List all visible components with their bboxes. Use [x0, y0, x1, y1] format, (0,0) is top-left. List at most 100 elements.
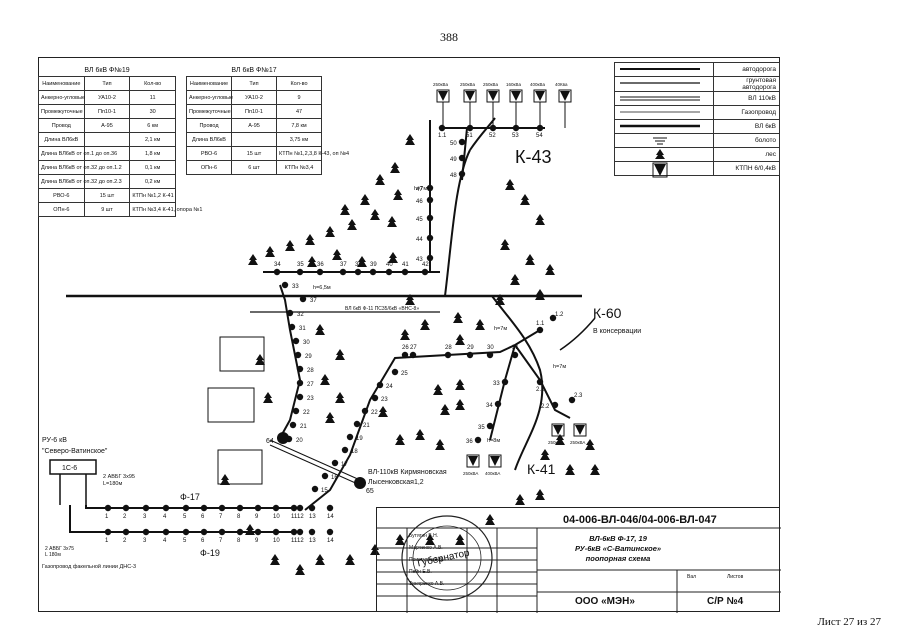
official-stamp — [401, 515, 493, 601]
support-node — [290, 528, 298, 536]
support-node — [290, 504, 298, 512]
support-node — [486, 351, 494, 359]
tree-icon — [315, 324, 325, 335]
support-node — [286, 309, 294, 317]
doc-title-line1: ВЛ-6кВ Ф-17, 19 — [589, 534, 647, 543]
support-node — [494, 400, 502, 408]
ru-title: РУ-6 кВ — [42, 437, 67, 444]
feeder-line-f19 — [514, 344, 571, 419]
support-node — [296, 379, 304, 387]
support-node — [549, 314, 557, 322]
support-label: 5 — [183, 514, 187, 520]
transformer-icon — [488, 91, 498, 101]
support-label: 11 — [291, 538, 298, 544]
support-node — [339, 268, 347, 276]
height-label: h=7м — [414, 186, 427, 192]
sheet-label: Лист 27 из 27 — [817, 616, 881, 628]
legend-row: ВЛ 110кВ — [614, 91, 780, 106]
tree-icon — [455, 379, 465, 390]
tree-icon — [535, 289, 545, 300]
support-label: 42 — [422, 262, 429, 268]
support-label: 48 — [450, 173, 457, 179]
tree-icon — [505, 179, 515, 190]
tree-icon — [388, 252, 398, 263]
tree-icon — [435, 439, 445, 450]
table-cell: 6 шт — [231, 160, 277, 175]
support-node — [385, 268, 393, 276]
support-label: 2.2 — [541, 404, 550, 410]
support-node — [438, 124, 446, 132]
transformer-label: 250кВА — [570, 440, 585, 445]
spec-table-f17: ВЛ 6кВ Ф№17 Наименование Тип Кол-во Анке… — [186, 64, 349, 175]
support-label: 47 — [416, 187, 423, 193]
support-label: 41 — [402, 262, 409, 268]
equipment-sketch — [217, 449, 263, 485]
doc-title-line3: поопорная схема — [585, 554, 651, 563]
support-node — [458, 170, 466, 178]
support-node — [281, 281, 289, 289]
support-label: 31 — [512, 345, 519, 351]
support-node — [426, 254, 434, 262]
support-65-label: 65 — [366, 488, 374, 495]
table-cell: КТПн №3,4 — [276, 160, 322, 175]
tree-icon — [495, 294, 505, 305]
support-node — [296, 393, 304, 401]
support-node — [466, 351, 474, 359]
support-node — [401, 268, 409, 276]
tree-icon — [535, 214, 545, 225]
support-node — [391, 368, 399, 376]
support-node — [299, 295, 307, 303]
transformer-icon — [535, 91, 545, 101]
transformer-icon — [465, 91, 475, 101]
support-node — [162, 528, 170, 536]
transformer-icon — [560, 91, 570, 101]
support-node — [292, 407, 300, 415]
tree-icon — [585, 439, 595, 450]
support-node — [371, 394, 379, 402]
transformer-icon — [468, 456, 478, 466]
support-node — [218, 504, 226, 512]
tree-icon — [332, 249, 342, 260]
height-label: h=8м — [487, 438, 500, 444]
support-node — [536, 326, 544, 334]
sheet-number: С/Р №4 — [707, 596, 744, 607]
tree-icon — [395, 434, 405, 445]
transformer-icon — [575, 425, 585, 435]
support-label: 46 — [416, 199, 423, 205]
cable2-label: 2 АВБГ 3х75 — [45, 546, 74, 552]
support-label: 31 — [299, 326, 306, 332]
support-label: 1.1 — [536, 321, 545, 327]
support-node — [346, 433, 354, 441]
tree-icon — [370, 209, 380, 220]
support-node — [426, 184, 434, 192]
support-label: 2 — [123, 514, 127, 520]
height-label: h=7м — [553, 364, 566, 370]
table-cell: КТПн №3,4 К-41, опора №1 — [129, 202, 202, 217]
support-65 — [354, 477, 366, 489]
title-block: 04-006-ВЛ-046/04-006-ВЛ-047 ВЛ-6кВ Ф-17,… — [376, 507, 781, 613]
support-label: 6 — [201, 514, 205, 520]
tree-icon — [393, 189, 403, 200]
support-node — [321, 472, 329, 480]
transformer-label: 250кВа — [460, 82, 475, 87]
support-node — [273, 268, 281, 276]
tree-icon — [387, 216, 397, 227]
feeder-line-f19 — [304, 329, 541, 511]
ru-name: "Северо-Ватинское" — [42, 448, 108, 455]
support-label: 2 — [123, 538, 127, 544]
support-label: 5 — [183, 538, 187, 544]
tree-icon — [395, 534, 405, 545]
tree-icon — [425, 534, 435, 545]
tree-icon — [220, 474, 230, 485]
support-64 — [277, 432, 289, 444]
vl110-line — [269, 444, 361, 486]
tree-icon — [325, 412, 335, 423]
feeder-line-f17 — [279, 284, 302, 439]
support-label: 3 — [143, 514, 147, 520]
tree-icon — [555, 434, 565, 445]
